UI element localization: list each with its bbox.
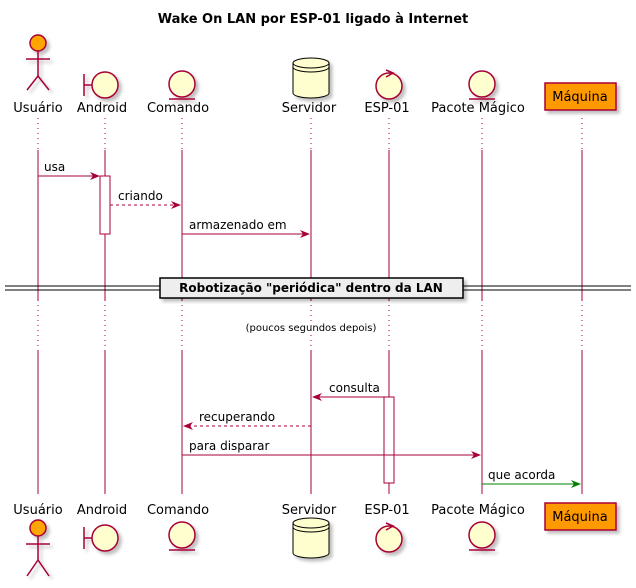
message-que-acorda: que acorda	[482, 468, 581, 488]
participant-label-servidor-bottom: Servidor	[282, 503, 337, 518]
control-icon	[375, 69, 403, 100]
activation-esp01	[383, 396, 395, 484]
participant-box-maquina-bottom	[544, 502, 617, 531]
message-label: para disparar	[189, 439, 270, 453]
participant-label-maquina: Máquina	[552, 90, 608, 105]
participant-label-esp01-bottom: ESP-01	[364, 503, 409, 518]
entity-icon	[468, 70, 496, 100]
participant-label-maquina-bottom: Máquina	[552, 510, 608, 525]
message-usa: usa	[38, 160, 100, 180]
database-icon	[292, 57, 330, 99]
delay-note: (poucos segundos depois)	[246, 323, 377, 334]
divider-label: Robotização "periódica" dentro da LAN	[179, 281, 443, 295]
message-consulta: consulta	[312, 381, 384, 401]
participant-label-android: Android	[77, 101, 127, 116]
diagram-title: Wake On LAN por ESP-01 ligado à Internet	[158, 12, 468, 27]
message-para-disparar: para disparar	[182, 439, 481, 459]
message-label: que acorda	[488, 468, 555, 482]
participant-label-android-bottom: Android	[77, 503, 127, 518]
message-label: usa	[44, 160, 65, 174]
message-recuperando: recuperando	[183, 410, 311, 430]
participant-label-comando: Comando	[147, 101, 209, 116]
boundary-icon	[83, 524, 119, 552]
message-criando: criando	[110, 189, 181, 209]
entity-icon	[168, 521, 196, 551]
boundary-icon	[83, 71, 119, 99]
actor-icon	[26, 34, 50, 91]
participant-box-maquina	[544, 82, 617, 111]
entity-icon	[468, 521, 496, 551]
participant-label-servidor: Servidor	[282, 101, 337, 116]
database-icon	[292, 517, 330, 559]
message-armazenado-em: armazenado em	[182, 218, 310, 238]
participant-label-esp01: ESP-01	[364, 101, 409, 116]
participant-label-usuario-bottom: Usuário	[13, 503, 62, 518]
lifelines	[37, 118, 583, 494]
control-icon	[375, 522, 403, 553]
message-label: criando	[118, 189, 163, 203]
activation-android	[99, 175, 111, 235]
actor-icon	[26, 519, 50, 577]
participant-label-comando-bottom: Comando	[147, 503, 209, 518]
divider: Robotização "periódica" dentro da LAN	[5, 277, 631, 299]
entity-icon	[168, 70, 196, 100]
participant-label-usuario: Usuário	[13, 101, 62, 116]
participant-label-pacote-bottom: Pacote Mágico	[431, 503, 525, 518]
participant-label-pacote: Pacote Mágico	[431, 101, 525, 116]
message-label: armazenado em	[189, 218, 287, 232]
message-label: consulta	[329, 381, 380, 395]
message-label: recuperando	[199, 410, 275, 424]
